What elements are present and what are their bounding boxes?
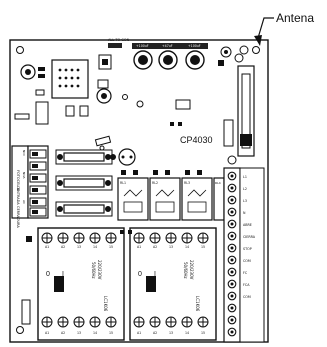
relay-4-label: RL4 [215, 181, 221, 185]
right-terminal-label-11: COM [243, 295, 251, 299]
c2-bottom-pin-1: A1 [137, 331, 141, 335]
left-terminal-block: FOTOCELDA ENTRADA CERRADURA NOI NOA AC [11, 145, 49, 228]
c2-top-pin-5: 15 [201, 245, 205, 249]
right-terminal-strip: L1 L2 L3 N ABRE CIERRA STOP COM FC FCA C… [223, 155, 265, 343]
left-terminal-short-2: NOA [22, 172, 26, 180]
c2-switch-mark-0: 0 [138, 271, 142, 278]
antenna-callout: Antena [254, 11, 314, 46]
c2-top-pin-1: A1 [137, 245, 141, 249]
c1-switch [54, 276, 64, 292]
c1-bottom-pin-3: 13 [77, 331, 81, 335]
c1-top-pin-4: 14 [93, 245, 97, 249]
c2-coil-label: 220/230V [189, 260, 194, 280]
left-terminal-short-1: NOI [22, 150, 26, 156]
c2-switch [146, 276, 156, 292]
right-terminal-label-4: N [243, 211, 246, 215]
relay-2 [149, 177, 181, 221]
right-terminal-label-6: CIERRA [243, 235, 256, 239]
relay-1-label: RL1 [120, 181, 126, 185]
c2-top-pin-4: 14 [185, 245, 189, 249]
c1-switch-mark-1: I [62, 271, 64, 278]
left-terminal-label-3: CERRADURA [16, 206, 20, 228]
fuse-holders [55, 149, 113, 217]
c1-top-pin-1: A1 [45, 245, 49, 249]
c2-top-pin-3: 13 [169, 245, 173, 249]
c1-bottom-pin-4: 14 [93, 331, 97, 335]
relay-2-label: RL2 [152, 181, 158, 185]
c2-bottom-pin-2: A2 [153, 331, 157, 335]
c1-top-pin-2: A2 [61, 245, 65, 249]
c1-switch-mark-0: 0 [46, 271, 50, 278]
model-label: CP4030 [180, 135, 213, 145]
right-terminal-label-7: STOP [243, 247, 252, 251]
misc-parts [21, 230, 132, 325]
right-terminal-label-9: FC [243, 271, 248, 275]
left-terminal-label-2: ENTRADA [16, 188, 20, 205]
right-terminal-label-2: L2 [243, 187, 247, 191]
right-terminal-label-5: ABRE [243, 223, 252, 227]
antenna-module [237, 65, 255, 157]
relay-3 [181, 177, 213, 221]
c1-top-pin-5: 15 [109, 245, 113, 249]
right-terminal-label-10: FCA [243, 283, 250, 287]
pcb-outline [9, 39, 269, 343]
c2-bottom-pin-5: 15 [201, 331, 205, 335]
crystal [96, 88, 112, 104]
center-components [94, 135, 136, 166]
c1-bottom-pin-2: A2 [61, 331, 65, 335]
top-connector-1-label: ALL TO CON [108, 38, 130, 42]
contactor-2: A1 A2 13 14 15 A1 A2 13 14 15 0 I 220/23… [129, 227, 217, 341]
capacitor-3-label: +100uF [188, 44, 201, 48]
c2-switch-mark-1: I [154, 271, 156, 278]
right-terminal-label-8: COM [243, 259, 251, 263]
buzzer [20, 64, 36, 80]
right-terminal-label-3: L3 [243, 199, 247, 203]
c1-part-label: LC1K06 [103, 296, 108, 312]
capacitor-2-label: +47uF [162, 44, 173, 48]
potentiometer [118, 148, 136, 166]
capacitor-row: +100uF +47uF +100uF [132, 43, 208, 70]
relay-1 [117, 177, 149, 221]
c2-bottom-pin-3: 13 [169, 331, 173, 335]
c1-coil-label: 220/230V [97, 260, 102, 280]
c2-part-label: LC1K06 [195, 296, 200, 312]
c2-bottom-pin-4: 14 [185, 331, 189, 335]
c1-bottom-pin-1: A1 [45, 331, 49, 335]
c2-freq-label: 50/60Hz [183, 262, 188, 279]
left-terminal-label-1: FOTOCELDA [16, 170, 20, 192]
microcontroller [51, 59, 89, 99]
capacitor-1-label: +100uF [136, 44, 149, 48]
antenna-callout-label: Antena [276, 11, 314, 25]
c1-top-pin-3: 13 [77, 245, 81, 249]
left-terminal-short-3: AC [22, 200, 26, 204]
c2-top-pin-2: A2 [153, 245, 157, 249]
contactor-1: A1 A2 13 14 15 A1 A2 13 14 15 0 I 220/23… [37, 227, 125, 341]
top-connector-1: ALL TO CON [108, 38, 130, 48]
c1-freq-label: 50/60Hz [91, 262, 96, 279]
top-connector-2 [98, 54, 112, 70]
relay-3-label: RL3 [184, 181, 190, 185]
right-terminal-label-1: L1 [243, 175, 247, 179]
c1-bottom-pin-5: 15 [109, 331, 113, 335]
top-right-components [218, 45, 249, 66]
relays: RL1 RL2 RL3 RL4 [117, 170, 225, 221]
upper-left-components [14, 59, 234, 147]
